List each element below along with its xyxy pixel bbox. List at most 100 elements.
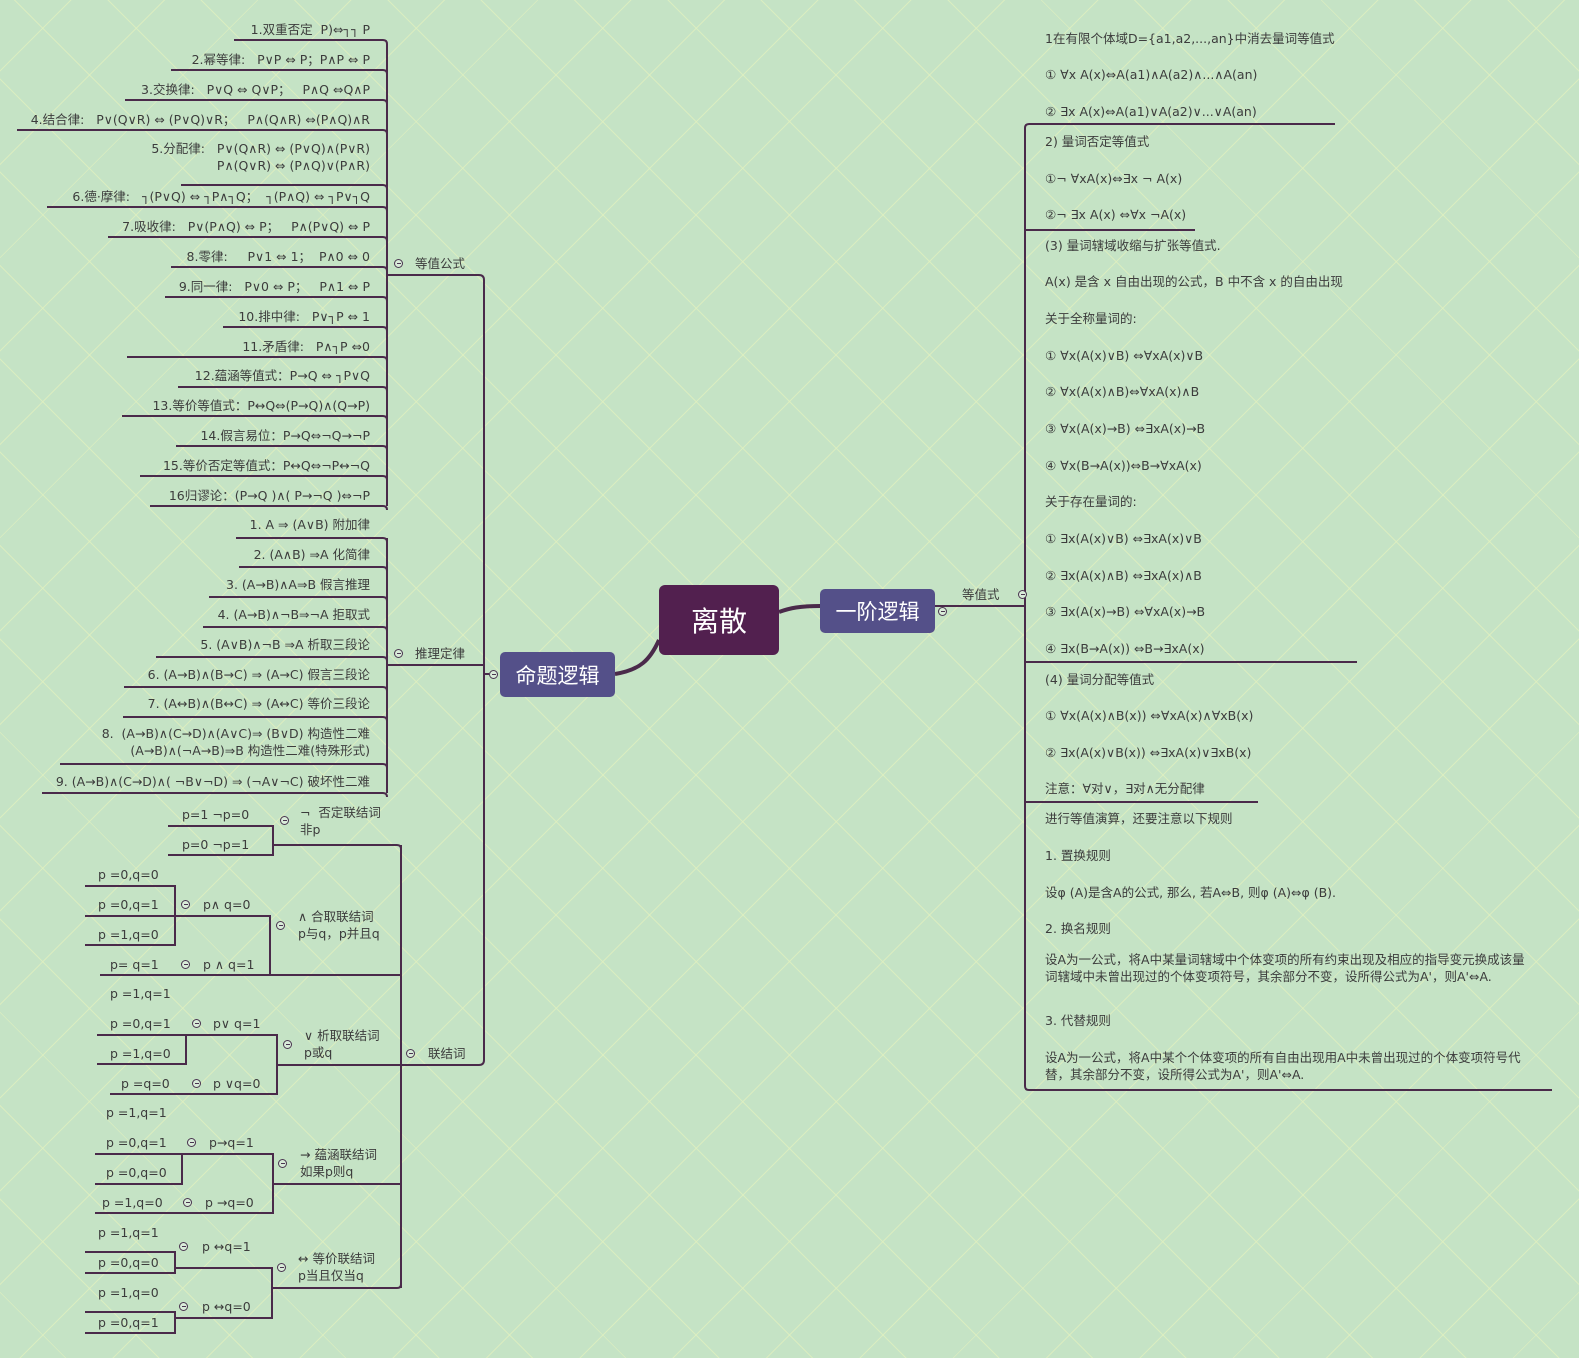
fol-equivalence-item: 注意：∀对∨，∃对∧无分配律 [1045, 781, 1205, 796]
collapse-implication-false-button[interactable] [183, 1198, 192, 1207]
collapse-fol-equivalences-button[interactable] [1018, 590, 1027, 599]
fol-equivalence-item: ②¬ ∃x A(x) ⇔∀x ¬A(x) [1045, 207, 1187, 222]
equivalence-formula-item: 8.零律: P∨1 ⇔ 1； P∧0 ⇔ 0 [186, 249, 370, 264]
equivalence-underline [223, 326, 388, 332]
conjunction-label: ∧ 合取联结词 p与q，p并且q [298, 909, 380, 941]
equivalence-underline [150, 505, 388, 511]
collapse-propositional-button[interactable] [489, 670, 498, 679]
biconditional-branch [272, 1283, 402, 1289]
inference-underline [156, 656, 388, 662]
root-to-propositional-connector [614, 639, 661, 676]
fol-equivalence-item: A(x) 是含 x 自由出现的公式，B 中不含 x 的自由出现 [1045, 274, 1343, 289]
truth-row: p =0,q=1 [110, 1016, 171, 1031]
truth-row: p= q=1 [110, 957, 159, 972]
truth-row: p =1,q=0 [98, 927, 159, 942]
equivalence-underline [17, 129, 388, 135]
root-node[interactable]: 离散 [659, 585, 779, 655]
fol-equivalences-label: 等值式 [962, 587, 1000, 602]
collapse-disjunction-true-button[interactable] [192, 1019, 201, 1028]
negation-row: p=0 ¬p=1 [182, 837, 250, 852]
conjunction-false-label: p∧ q=0 [203, 897, 251, 912]
implication-true-label: p→q=1 [209, 1135, 254, 1150]
fol-equivalence-item: (3) 量词辖域收缩与扩张等值式. [1045, 238, 1221, 253]
truth-row: p =1,q=0 [98, 1285, 159, 1300]
collapse-conjunction-true-button[interactable] [181, 960, 190, 969]
conjunction-true-label: p ∧ q=1 [203, 957, 255, 972]
truth-row: p =1,q=1 [106, 1105, 167, 1120]
collapse-first-order-button[interactable] [938, 607, 947, 616]
propositional-logic-node[interactable]: 命题逻辑 [500, 652, 615, 697]
collapse-connectives-button[interactable] [406, 1049, 415, 1058]
fol-equivalence-item: ④ ∀x(B→A(x))⇔B→∀xA(x) [1045, 458, 1202, 473]
collapse-conjunction-button[interactable] [276, 921, 285, 930]
fol-equivalence-item: ③ ∀x(A(x)→B) ⇔∃xA(x)→B [1045, 421, 1206, 436]
equivalence-formula-item: 5.分配律: P∨(Q∧R) ⇔ (P∨Q)∧(P∨R) P∧(Q∨R) ⇔ (… [151, 141, 370, 173]
equivalence-formula-item: 4.结合律: P∨(Q∨R) ⇔ (P∨Q)∨R； P∧(Q∧R) ⇔(P∧Q)… [30, 112, 370, 127]
disjunction-false-label: p ∨q=0 [213, 1076, 261, 1091]
truth-row: p =0,q=0 [106, 1165, 167, 1180]
first-order-logic-label: 一阶逻辑 [835, 600, 920, 624]
spine-inference [388, 664, 485, 674]
fol-equivalence-item: ③ ∃x(A(x)→B) ⇔∀xA(x)→B [1045, 604, 1206, 619]
equivalence-formula-item: 15.等价否定等值式：P↔Q⇔¬P↔¬Q [162, 458, 370, 473]
truth-row: p =1,q=0 [102, 1195, 163, 1210]
inference-underline [60, 763, 388, 769]
inference-underline [239, 566, 388, 572]
equivalence-formula-item: 11.矛盾律: P∧┐P ⇔0 [242, 339, 370, 354]
inference-rule-item: 4. (A→B)∧¬B⇒¬A 拒取式 [217, 607, 370, 622]
fol-equivalence-item: 2) 量词否定等值式 [1045, 134, 1150, 149]
inference-rule-item: 1. A ⇒ (A∨B) 附加律 [249, 517, 370, 532]
fol-equivalence-item: 进行等值演算，还要注意以下规则 [1045, 811, 1233, 826]
inference-rule-item: 8. (A→B)∧(C→D)∧(A∨C)⇒ (B∨D) 构造性二难 (A→B)∧… [101, 726, 370, 758]
equivalence-underline [122, 415, 388, 421]
inference-rule-item: 3. (A→B)∧A⇒B 假言推理 [226, 577, 370, 592]
collapse-implication-button[interactable] [278, 1159, 287, 1168]
inference-rule-item: 9. (A→B)∧(C→D)∧( ¬B∨¬D) ⇒ (¬A∨¬C) 破坏性二难 [55, 774, 370, 789]
collapse-implication-true-button[interactable] [187, 1138, 196, 1147]
collapse-biconditional-false-button[interactable] [179, 1302, 188, 1311]
propositional-logic-label: 命题逻辑 [515, 663, 600, 688]
equivalence-formula-item: 10.排中律: P∨┐P ⇔ 1 [238, 309, 370, 324]
equivalence-formula-item: 16归谬论：(P→Q )∧( P→¬Q )⇔¬P [168, 488, 370, 503]
fol-equivalence-item: ① ∃x(A(x)∨B) ⇔∃xA(x)∨B [1045, 531, 1202, 546]
equivalence-underline [234, 39, 388, 45]
truth-row: p =0,q=0 [98, 867, 159, 882]
fol-equivalence-item: ① ∀x(A(x)∨B) ⇔∀xA(x)∨B [1045, 348, 1204, 363]
equivalence-underline [140, 475, 388, 481]
negation-row: p=1 ¬p=0 [182, 807, 250, 822]
first-order-logic-node[interactable]: 一阶逻辑 [820, 589, 935, 633]
collapse-equivalences-button[interactable] [394, 259, 403, 268]
collapse-negation-button[interactable] [280, 816, 289, 825]
fol-equivalence-item: ①¬ ∀xA(x)⇔∃x ¬ A(x) [1045, 171, 1183, 186]
fol-equivalence-item: ② ∃x(A(x)∧B) ⇔∃xA(x)∧B [1045, 568, 1202, 583]
fol-equivalence-item: ① ∀x A(x)⇔A(a1)∧A(a2)∧...∧A(an) [1045, 67, 1258, 82]
fol-equivalence-item: (4) 量词分配等值式 [1045, 672, 1155, 687]
equivalence-underline [176, 445, 388, 451]
truth-row: p =q=0 [121, 1076, 170, 1091]
fol-equivalence-item: 3. 代替规则 [1045, 1013, 1111, 1028]
collapse-disjunction-button[interactable] [283, 1040, 292, 1049]
collapse-biconditional-true-button[interactable] [179, 1242, 188, 1251]
inference-rule-item: 2. (A∧B) ⇒A 化简律 [253, 547, 370, 562]
fol-equivalence-item: ① ∀x(A(x)∧B(x)) ⇔∀xA(x)∧∀xB(x) [1045, 708, 1254, 723]
equivalence-underline [47, 206, 388, 212]
equivalence-underline [171, 69, 388, 75]
inference-rule-item: 7. (A↔B)∧(B↔C) ⇒ (A↔C) 等价三段论 [147, 696, 370, 711]
truth-row: p =0,q=1 [106, 1135, 167, 1150]
equivalence-underline [165, 296, 388, 302]
truth-row: p =0,q=1 [98, 897, 159, 912]
fol-equivalence-item: ② ∃x A(x)⇔A(a1)∨A(a2)∨...∨A(an) [1045, 104, 1257, 119]
truth-row: p =1,q=1 [110, 986, 171, 1001]
collapse-disjunction-false-button[interactable] [192, 1079, 201, 1088]
equivalence-underline [178, 386, 388, 392]
collapse-biconditional-button[interactable] [277, 1263, 286, 1272]
collapse-conjunction-false-button[interactable] [181, 900, 190, 909]
equivalence-underline [127, 356, 388, 362]
inference-rules-label: 推理定律 [415, 646, 466, 661]
fol-equivalence-item: 1. 置换规则 [1045, 848, 1111, 863]
equivalence-formula-item: 6.德·摩律: ┐(P∨Q) ⇔ ┐P∧┐Q； ┐(P∧Q) ⇔ ┐P∨┐Q [72, 189, 370, 204]
fol-equivalence-item: 关于全称量词的: [1045, 311, 1137, 326]
equivalence-formula-item: 2.幂等律: P∨P ⇔ P；P∧P ⇔ P [191, 52, 370, 67]
equivalence-formula-item: 9.同一律: P∨0 ⇔ P； P∧1 ⇔ P [178, 279, 370, 294]
collapse-inference-button[interactable] [394, 649, 403, 658]
